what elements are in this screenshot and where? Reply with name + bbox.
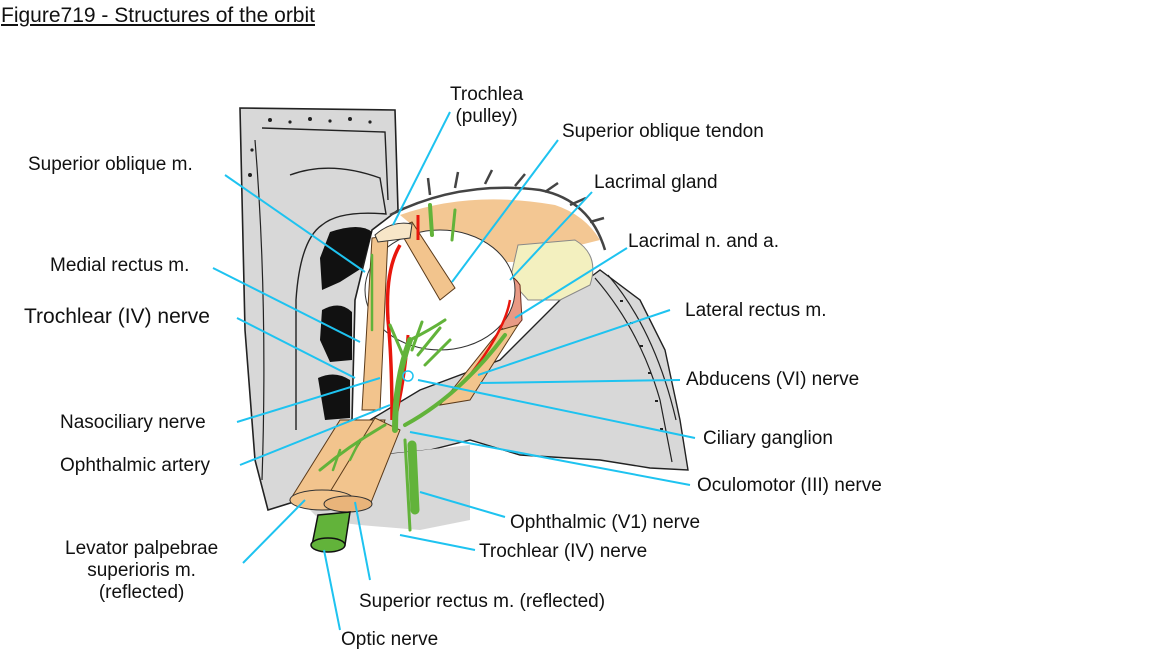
label-ophthalmic-v1-nerve: Ophthalmic (V1) nerve bbox=[510, 512, 701, 533]
label-superior-oblique-tendon: Superior oblique tendon bbox=[562, 121, 764, 142]
label-levator-palpebrae: Levator palpebrae superioris m. (reflect… bbox=[65, 538, 218, 604]
label-superior-oblique-m: Superior oblique m. bbox=[28, 154, 193, 175]
label-oculomotor-nerve: Oculomotor (III) nerve bbox=[697, 475, 882, 496]
label-levator-line3: (reflected) bbox=[98, 582, 185, 603]
label-trochlea: Trochlea (pulley) bbox=[450, 84, 523, 128]
label-ciliary-ganglion: Ciliary ganglion bbox=[703, 428, 833, 449]
figure-title: Figure719 - Structures of the orbit bbox=[1, 4, 315, 27]
label-abducens-nerve: Abducens (VI) nerve bbox=[686, 369, 860, 390]
label-levator-line2: superioris m. bbox=[87, 560, 196, 581]
label-trochlear-nerve-upper: Trochlear (IV) nerve bbox=[24, 305, 210, 328]
nerve-branches bbox=[318, 203, 507, 532]
label-nasociliary-nerve: Nasociliary nerve bbox=[60, 412, 206, 433]
ophthalmic-artery-vessel bbox=[385, 244, 402, 421]
label-trochlear-nerve-lower: Trochlear (IV) nerve bbox=[479, 541, 648, 562]
superior-oblique-muscle bbox=[361, 235, 389, 411]
label-superior-rectus: Superior rectus m. (reflected) bbox=[359, 591, 606, 612]
ciliary-ganglion-shape bbox=[402, 370, 414, 382]
leader-lines bbox=[212, 111, 696, 631]
optic-nerve-shape bbox=[310, 511, 351, 553]
label-lacrimal-gland: Lacrimal gland bbox=[594, 172, 718, 193]
label-lacrimal-n-a: Lacrimal n. and a. bbox=[628, 231, 780, 252]
label-trochlea-line2: (pulley) bbox=[455, 106, 518, 127]
label-medial-rectus: Medial rectus m. bbox=[50, 255, 190, 276]
label-optic-nerve: Optic nerve bbox=[341, 629, 439, 650]
label-levator-line1: Levator palpebrae bbox=[65, 538, 219, 559]
label-lateral-rectus: Lateral rectus m. bbox=[685, 300, 827, 321]
trochlea-pulley bbox=[374, 222, 413, 243]
eyelid-arc bbox=[389, 169, 607, 251]
label-ophthalmic-artery: Ophthalmic artery bbox=[60, 455, 210, 476]
label-trochlea-line1: Trochlea bbox=[450, 84, 524, 105]
